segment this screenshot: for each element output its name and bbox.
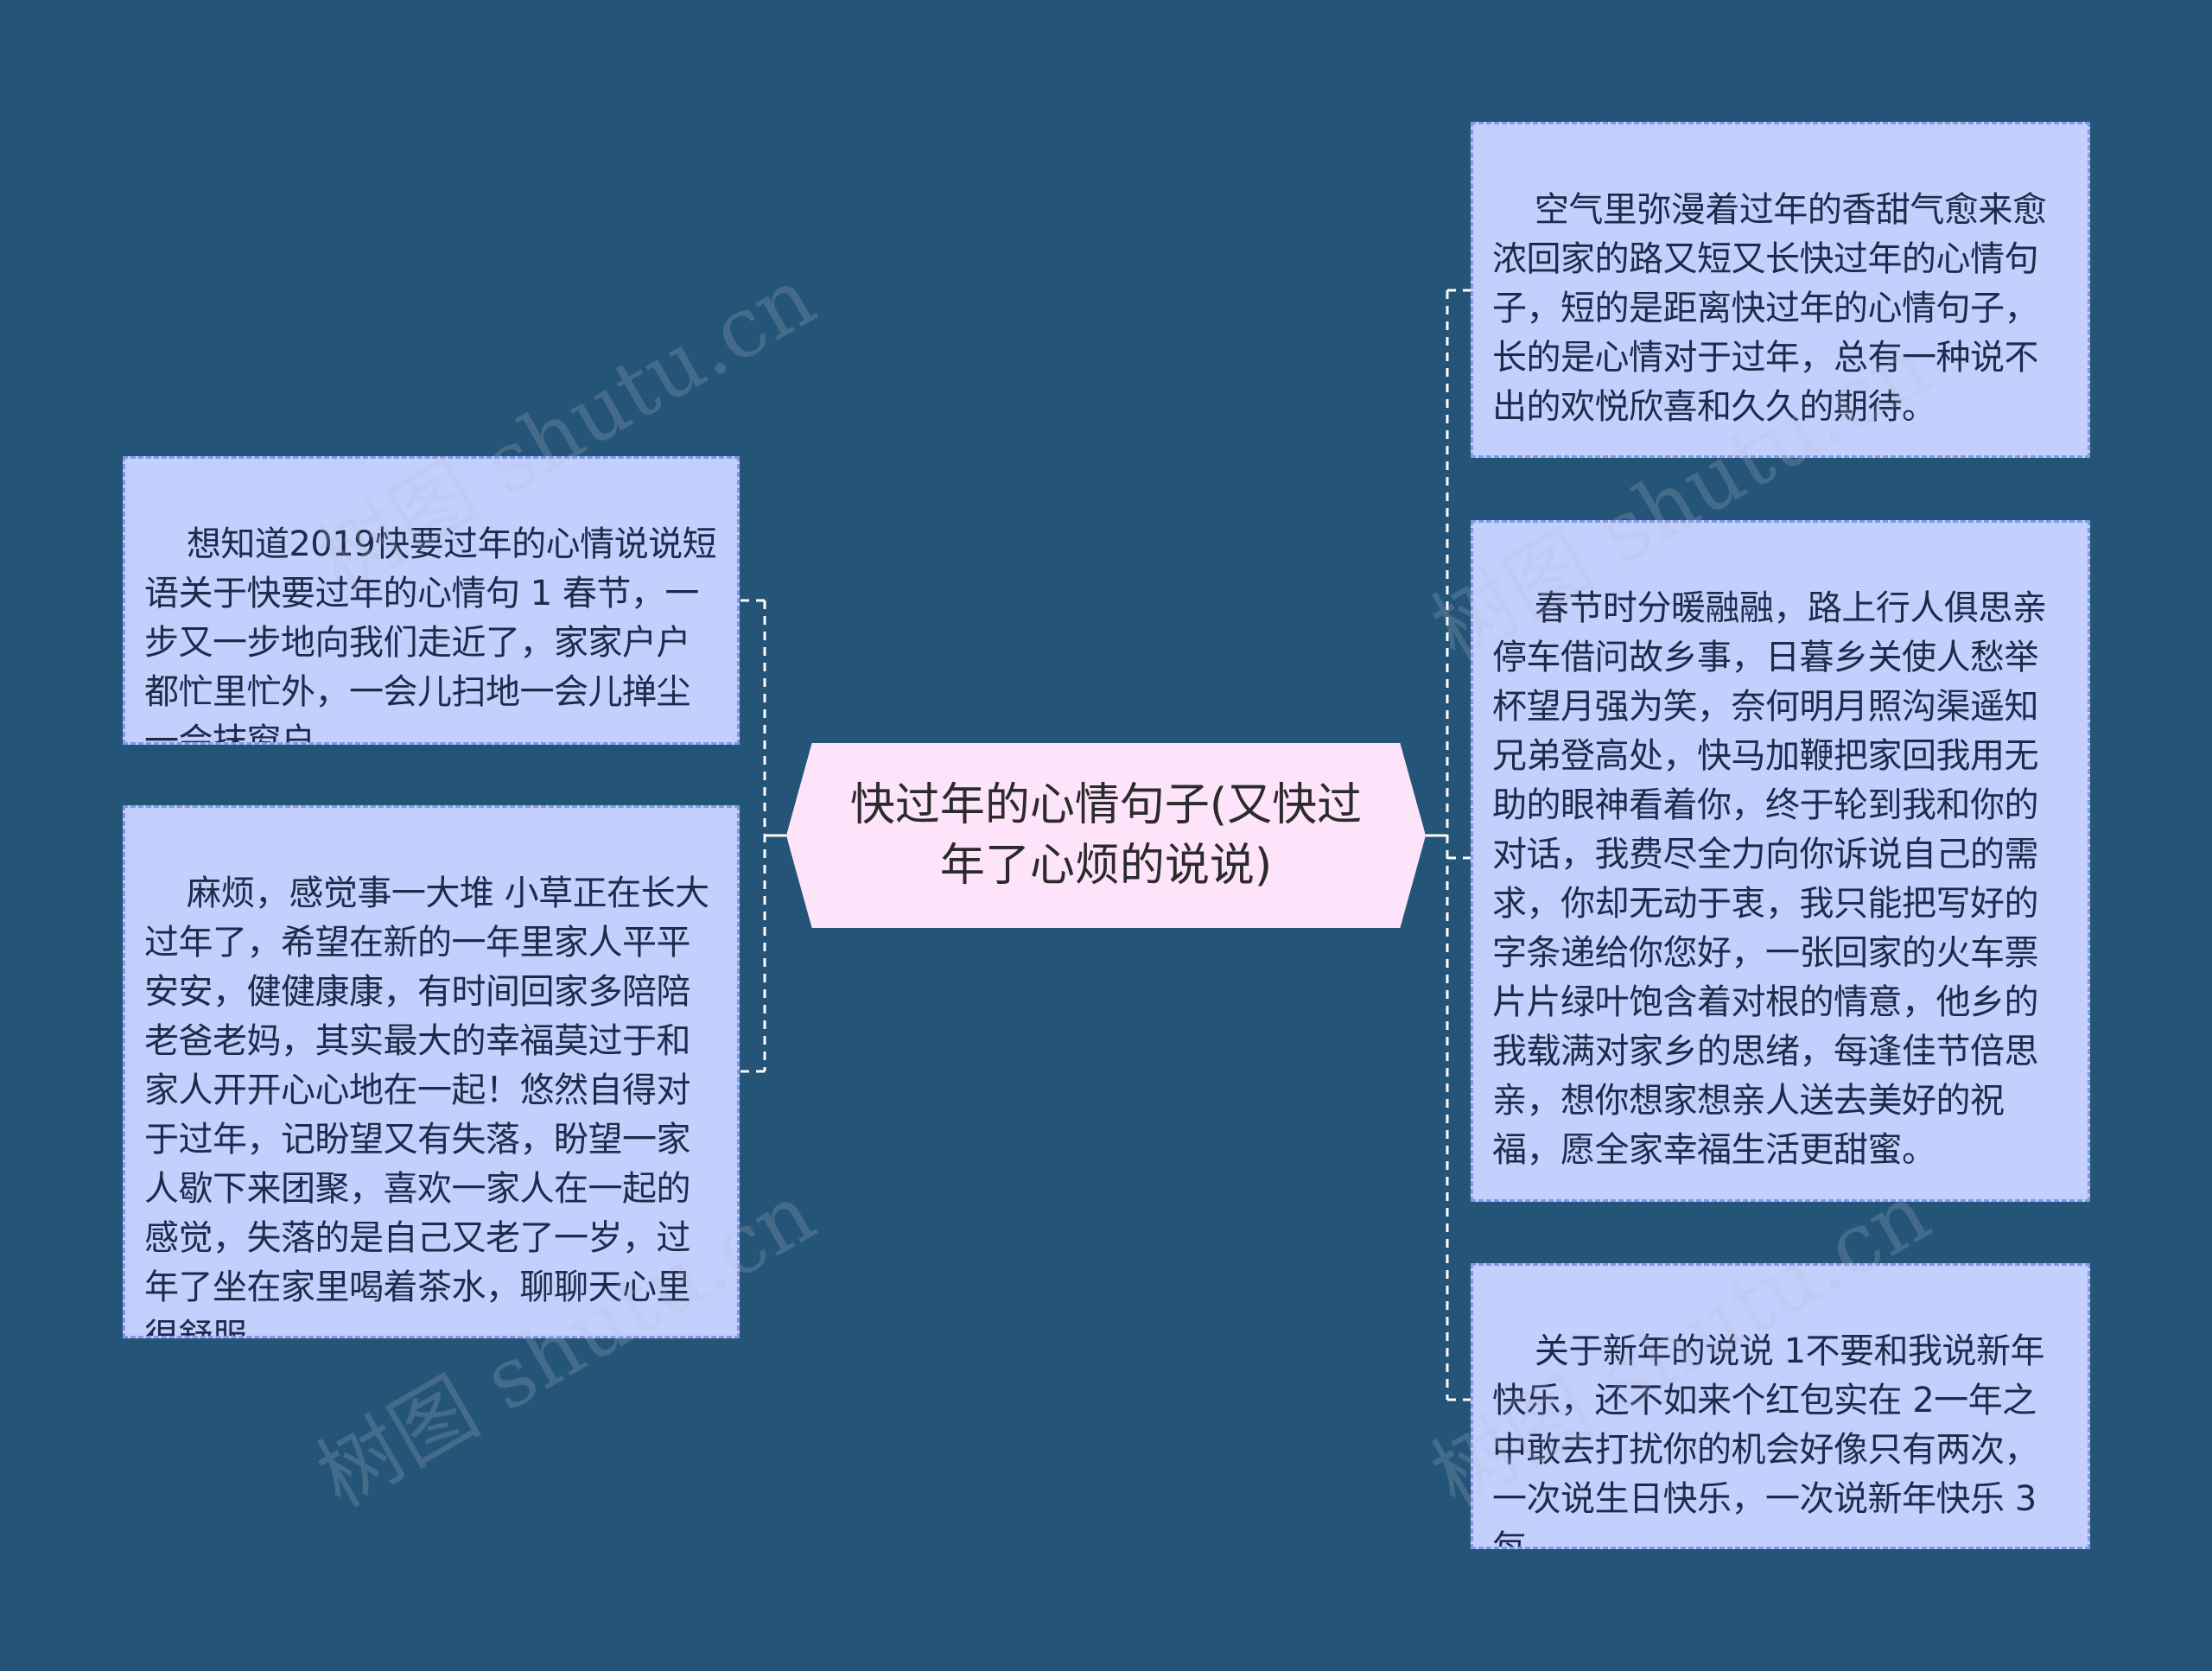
central-topic-label: 快过年的心情句子(又快过年了心烦的说说) bbox=[849, 779, 1363, 892]
left-node-1[interactable]: 想知道2019快要过年的心情说说短语关于快要过年的心情句 1 春节，一步又一步地… bbox=[123, 456, 740, 745]
left-node-2-text: 麻烦，感觉事一大堆 小草正在长大过年了，希望在新的一年里家人平平安安，健健康康，… bbox=[144, 874, 709, 1338]
right-node-1-text: 空气里弥漫着过年的香甜气愈来愈浓回家的路又短又长快过年的心情句子，短的是距离快过… bbox=[1492, 190, 2047, 427]
right-node-3-text: 关于新年的说说 1不要和我说新年快乐，还不如来个红包实在 2一年之中敢去打扰你的… bbox=[1492, 1331, 2045, 1549]
left-node-1-text: 想知道2019快要过年的心情说说短语关于快要过年的心情句 1 春节，一步又一步地… bbox=[144, 524, 717, 745]
right-node-2-text: 春节时分暖融融，路上行人俱思亲停车借问故乡事，日暮乡关使人愁举杯望月强为笑，奈何… bbox=[1492, 588, 2047, 1170]
right-node-2[interactable]: 春节时分暖融融，路上行人俱思亲停车借问故乡事，日暮乡关使人愁举杯望月强为笑，奈何… bbox=[1471, 520, 2090, 1202]
right-node-1[interactable]: 空气里弥漫着过年的香甜气愈来愈浓回家的路又短又长快过年的心情句子，短的是距离快过… bbox=[1471, 122, 2090, 458]
right-node-3[interactable]: 关于新年的说说 1不要和我说新年快乐，还不如来个红包实在 2一年之中敢去打扰你的… bbox=[1471, 1263, 2090, 1549]
central-topic[interactable]: 快过年的心情句子(又快过年了心烦的说说) bbox=[786, 743, 1426, 928]
left-node-2[interactable]: 麻烦，感觉事一大堆 小草正在长大过年了，希望在新的一年里家人平平安安，健健康康，… bbox=[123, 805, 740, 1338]
